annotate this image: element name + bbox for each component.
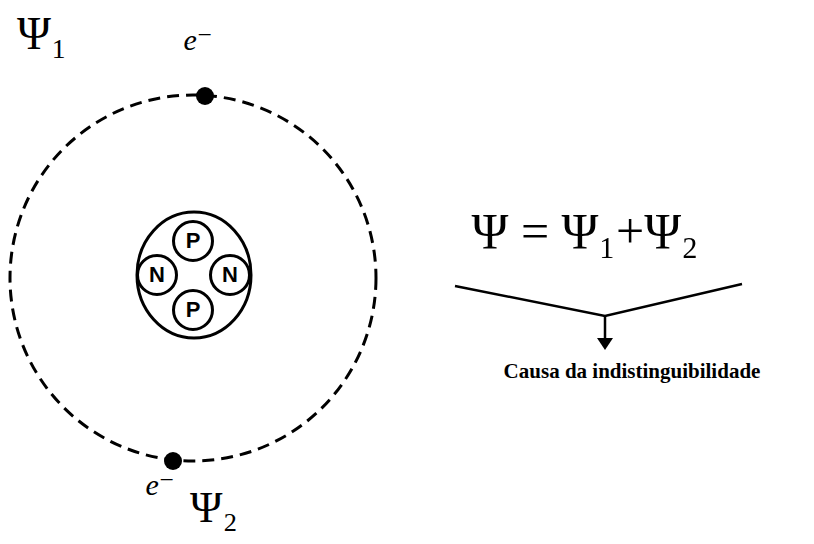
nucleon-letter: N xyxy=(222,264,238,286)
nucleus-outline xyxy=(137,212,251,338)
brace-lines xyxy=(455,284,742,316)
electron-label: e⁻ xyxy=(183,23,212,58)
electron-orbit xyxy=(10,95,376,461)
electron-dot xyxy=(196,87,214,105)
nucleon-circle: N xyxy=(209,254,251,296)
electron-label: e⁻ xyxy=(145,468,174,503)
pointer-arrow xyxy=(604,316,607,340)
superposition-equation: Ψ = Ψ₁+Ψ₂ xyxy=(472,203,699,261)
electron-dot xyxy=(164,452,182,470)
nucleon-letter: P xyxy=(186,299,201,321)
cause-note: Causa da indistinguibilidade xyxy=(504,359,761,383)
nucleon-letter: P xyxy=(186,230,201,252)
wavefunction-label: Ψ₁ xyxy=(17,8,67,61)
nucleon-circle: P xyxy=(172,220,214,262)
arrow-head xyxy=(597,338,613,350)
nucleon-letter: N xyxy=(149,264,165,286)
nucleon-circle: N xyxy=(136,254,178,296)
wavefunction-label: Ψ₂ xyxy=(190,483,238,534)
nucleon-circle: P xyxy=(172,289,214,331)
